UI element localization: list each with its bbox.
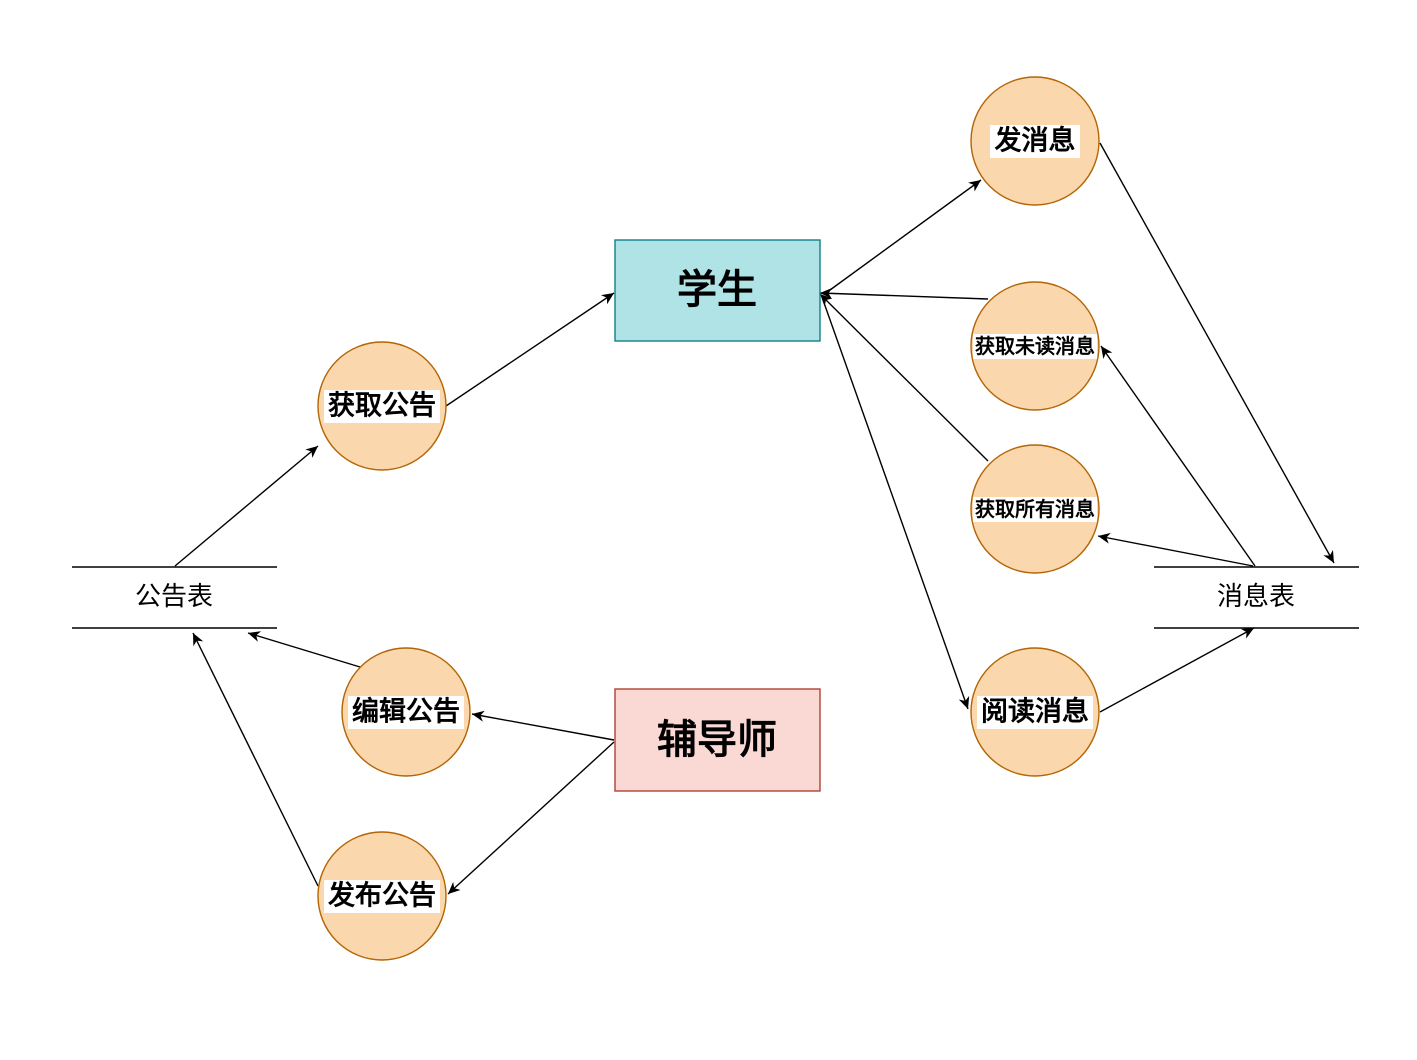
process-label-read-message: 阅读消息 bbox=[981, 696, 1089, 728]
store-label-announcement-table: 公告表 bbox=[135, 582, 213, 612]
edge-get-unread-to-student bbox=[819, 287, 989, 300]
edge-student-to-send-message bbox=[829, 179, 982, 291]
store-label-message-table: 消息表 bbox=[1217, 582, 1295, 612]
label-background bbox=[324, 880, 440, 913]
edge-tutor-to-publish-announcement bbox=[447, 741, 615, 895]
edge-announcement-table-to-get-announcement bbox=[174, 445, 319, 567]
process-get-all-messages: 获取所有消息 bbox=[970, 444, 1100, 574]
flow-edges bbox=[174, 142, 1335, 895]
label-background bbox=[324, 390, 440, 423]
entity-student: 学生 bbox=[614, 239, 821, 342]
label-background bbox=[973, 497, 1097, 522]
label-background bbox=[990, 125, 1080, 158]
entity-box bbox=[614, 239, 821, 342]
edge-student-to-read-message bbox=[822, 299, 970, 710]
edge-read-message-to-message-table bbox=[1099, 627, 1255, 713]
entity-tutor: 辅导师 bbox=[614, 688, 821, 792]
process-get-unread-messages: 获取未读消息 bbox=[970, 281, 1100, 411]
edge-send-message-to-message-table bbox=[1099, 142, 1335, 564]
process-read-message: 阅读消息 bbox=[970, 647, 1100, 777]
process-label-get-all-messages: 获取所有消息 bbox=[975, 497, 1095, 521]
edge-tutor-to-edit-announcement bbox=[471, 710, 615, 741]
process-publish-announcement: 发布公告 bbox=[317, 831, 447, 961]
data-store-announcement-table: 公告表 bbox=[72, 566, 277, 629]
process-label-publish-announcement: 发布公告 bbox=[327, 880, 436, 912]
entity-box bbox=[614, 688, 821, 792]
process-label-get-unread-messages: 获取未读消息 bbox=[975, 334, 1095, 358]
process-edit-announcement: 编辑公告 bbox=[341, 647, 471, 777]
edge-edit-announcement-to-announcement-table bbox=[247, 631, 361, 668]
process-label-get-announcement: 获取公告 bbox=[328, 391, 436, 422]
data-store-message-table: 消息表 bbox=[1154, 566, 1359, 629]
process-get-announcement: 获取公告 bbox=[317, 341, 447, 471]
process-label-edit-announcement: 编辑公告 bbox=[352, 696, 460, 728]
label-background bbox=[973, 334, 1097, 359]
label-background bbox=[977, 696, 1093, 729]
edge-message-table-to-get-all bbox=[1097, 532, 1254, 567]
edge-message-table-to-get-unread bbox=[1100, 345, 1256, 567]
label-background bbox=[348, 696, 464, 729]
edge-publish-announcement-to-announcement-table bbox=[192, 632, 319, 887]
edge-get-all-to-student bbox=[819, 293, 989, 462]
entity-label-tutor: 辅导师 bbox=[657, 717, 777, 763]
process-send-message: 发消息 bbox=[970, 76, 1100, 206]
edge-get-announcement-to-student bbox=[445, 292, 615, 407]
process-label-send-message: 发消息 bbox=[994, 125, 1076, 157]
entity-label-student: 学生 bbox=[677, 267, 757, 313]
